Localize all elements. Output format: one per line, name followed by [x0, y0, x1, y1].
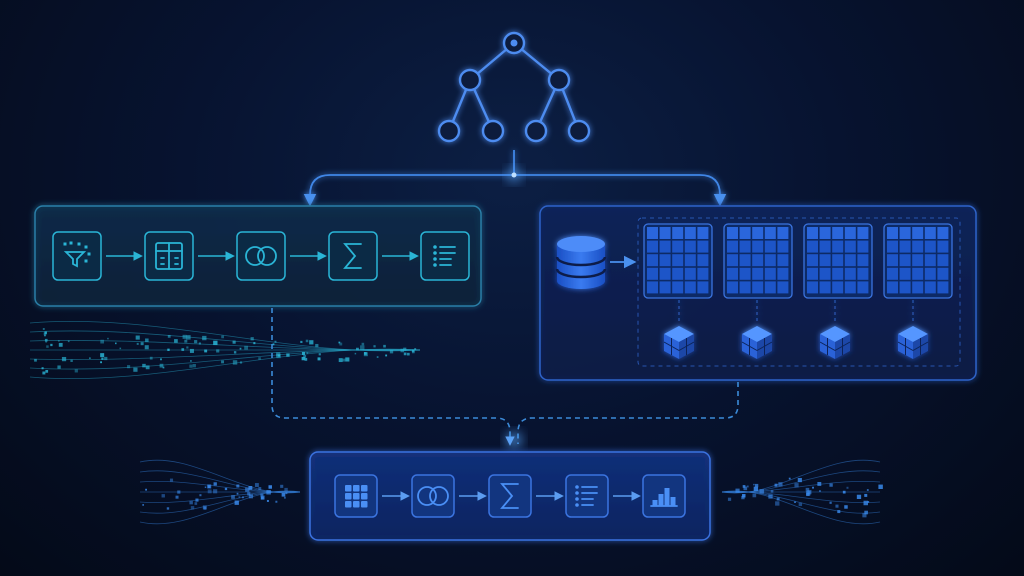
sorted-list-icon — [433, 245, 456, 267]
bottom-pipeline-steps — [334, 474, 686, 518]
pipeline-step-join-circles — [236, 231, 286, 281]
pipeline-step-sigma-sum — [488, 474, 532, 518]
pipeline-step-split-columns — [144, 231, 194, 281]
pipeline-step-filter — [52, 231, 102, 281]
step-box — [488, 474, 532, 518]
pipeline-step-bar-chart — [642, 474, 686, 518]
pipeline-step-join-circles — [411, 474, 455, 518]
pipeline-step-grid — [334, 474, 378, 518]
hierarchy-tree-icon — [437, 31, 591, 143]
table-grid-icon — [803, 223, 873, 299]
grid-icon — [345, 485, 368, 508]
grid-tiles — [643, 223, 953, 299]
pipeline-step-sorted-list — [420, 231, 470, 281]
sigma-sum-icon — [500, 483, 519, 509]
sigma-sum-icon — [343, 243, 362, 269]
join-circles-icon — [245, 246, 277, 266]
table-grid-icon — [643, 223, 713, 299]
step-box — [411, 474, 455, 518]
sorted-list-icon — [575, 485, 598, 507]
cube-icon — [897, 300, 929, 359]
bottom-left-data-stream — [139, 459, 301, 525]
step-box — [236, 231, 286, 281]
cube-icon — [819, 300, 851, 359]
table-grid-icon — [883, 223, 953, 299]
cube-icon — [663, 300, 695, 359]
left-data-stream — [29, 320, 421, 380]
bar-chart-icon — [650, 488, 678, 507]
cube-icons — [663, 300, 929, 359]
left-pipeline-steps — [52, 231, 470, 281]
join-circles-icon — [417, 486, 449, 506]
step-box — [328, 231, 378, 281]
cube-icon — [741, 300, 773, 359]
database-icon — [555, 236, 607, 289]
pipeline-step-sigma-sum — [328, 231, 378, 281]
step-box — [420, 231, 470, 281]
step-box — [52, 231, 102, 281]
merge-connectors — [271, 308, 739, 446]
merge-glow — [507, 433, 521, 447]
bottom-right-data-stream — [721, 459, 883, 525]
step-box — [565, 474, 609, 518]
step-box — [642, 474, 686, 518]
table-grid-icon — [723, 223, 793, 299]
split-columns-icon — [155, 242, 183, 270]
grid-group-frame — [637, 217, 961, 367]
filter-icon — [63, 241, 91, 268]
junction-dot — [511, 172, 517, 178]
pipeline-step-sorted-list — [565, 474, 609, 518]
